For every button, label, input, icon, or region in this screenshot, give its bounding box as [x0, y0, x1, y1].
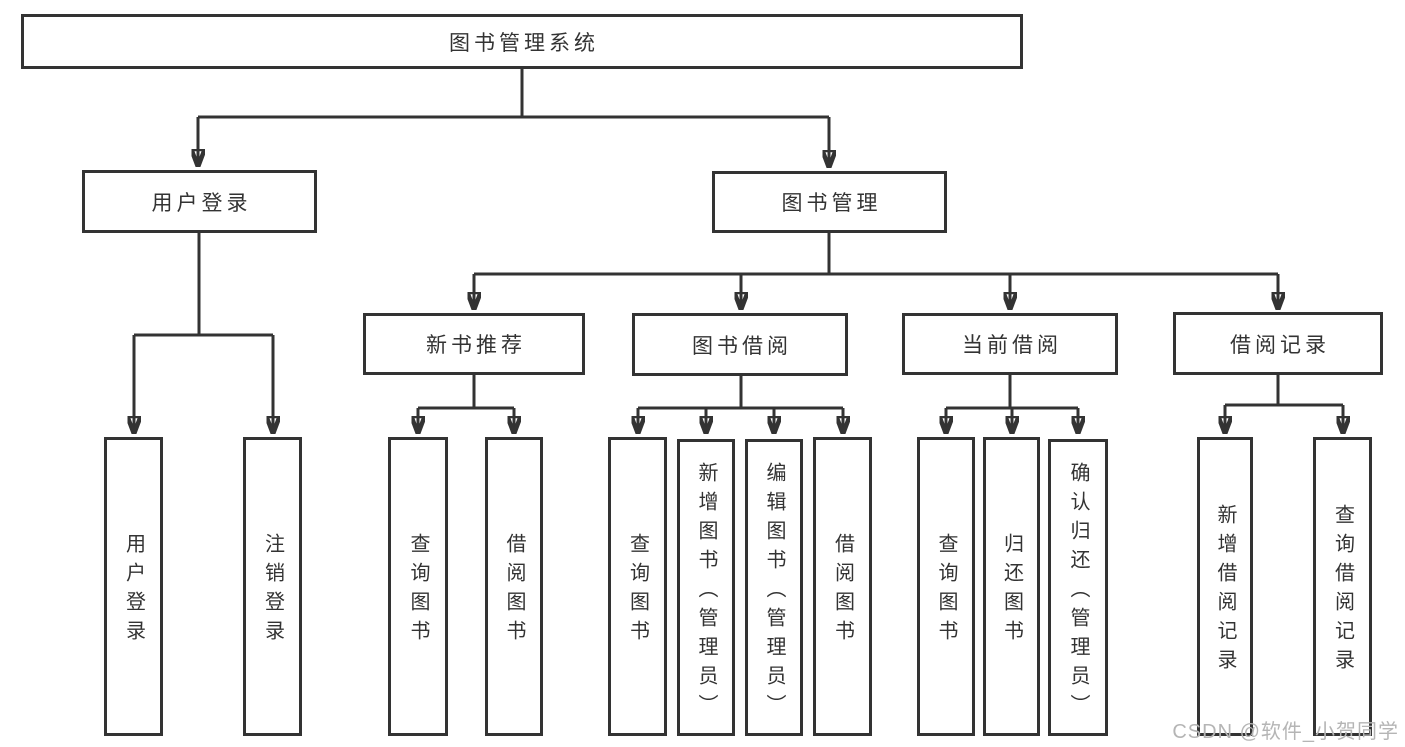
- node-book-management-label: 图书管理: [781, 192, 882, 215]
- node-library-system-label: 图书管理系统: [449, 31, 599, 55]
- leaf-borrow-books-label: 借阅图书: [831, 533, 854, 649]
- connector-book-borrow-children: [638, 376, 843, 431]
- connector-root-to-level2: [198, 69, 829, 165]
- leaf-recommend-query-books-label: 查询图书: [407, 533, 429, 649]
- node-current-borrow-label: 当前借阅: [962, 334, 1062, 357]
- leaf-recommend-query-books: 查询图书: [388, 437, 448, 736]
- node-book-management: 图书管理: [712, 171, 947, 233]
- leaf-confirm-return-admin-label: 确认归还（管理员）: [1067, 461, 1089, 723]
- csdn-watermark: CSDN @软件_小贺同学: [1172, 721, 1399, 743]
- leaf-confirm-return-admin: 确认归还（管理员）: [1048, 439, 1108, 736]
- node-book-borrow-label: 图书借阅: [692, 334, 792, 358]
- leaf-edit-book-admin-label: 编辑图书（管理员）: [763, 461, 785, 723]
- node-library-system: 图书管理系统: [21, 14, 1023, 69]
- connector-borrow-records-children: [1225, 375, 1343, 431]
- leaf-return-book-label: 归还图书: [1000, 533, 1023, 649]
- leaf-edit-book-admin: 编辑图书（管理员）: [745, 439, 803, 736]
- connector-user-login-children: [134, 233, 273, 431]
- leaf-add-borrow-record-label: 新增借阅记录: [1214, 504, 1236, 678]
- connector-book-management-children: [474, 233, 1278, 307]
- node-borrow-records: 借阅记录: [1173, 312, 1383, 375]
- node-book-borrow: 图书借阅: [632, 313, 848, 376]
- leaf-add-book-admin-label: 新增图书（管理员）: [695, 461, 717, 723]
- leaf-return-book: 归还图书: [983, 437, 1040, 736]
- leaf-borrow-query-books-label: 查询图书: [626, 533, 649, 649]
- connector-new-book-recommend-children: [418, 375, 514, 431]
- node-current-borrow: 当前借阅: [902, 313, 1118, 375]
- leaf-current-query-books: 查询图书: [917, 437, 975, 736]
- leaf-current-query-books-label: 查询图书: [935, 533, 957, 649]
- leaf-query-borrow-record-label: 查询借阅记录: [1331, 504, 1354, 678]
- leaf-borrow-books: 借阅图书: [813, 437, 872, 736]
- leaf-user-login-label: 用户登录: [122, 533, 145, 649]
- node-new-book-recommend: 新书推荐: [363, 313, 585, 375]
- leaf-add-borrow-record: 新增借阅记录: [1197, 437, 1253, 736]
- node-borrow-records-label: 借阅记录: [1230, 333, 1330, 357]
- leaf-user-login: 用户登录: [104, 437, 163, 736]
- leaf-query-borrow-record: 查询借阅记录: [1313, 437, 1372, 736]
- node-user-login-label: 用户登录: [151, 191, 252, 215]
- node-new-book-recommend-label: 新书推荐: [426, 334, 526, 357]
- leaf-borrow-query-books: 查询图书: [608, 437, 667, 736]
- leaf-logout: 注销登录: [243, 437, 302, 736]
- connector-current-borrow-children: [946, 375, 1078, 431]
- leaf-logout-label: 注销登录: [261, 533, 284, 649]
- leaf-recommend-borrow-books: 借阅图书: [485, 437, 543, 736]
- node-user-login: 用户登录: [82, 170, 317, 233]
- leaf-recommend-borrow-books-label: 借阅图书: [503, 533, 525, 649]
- leaf-add-book-admin: 新增图书（管理员）: [677, 439, 735, 736]
